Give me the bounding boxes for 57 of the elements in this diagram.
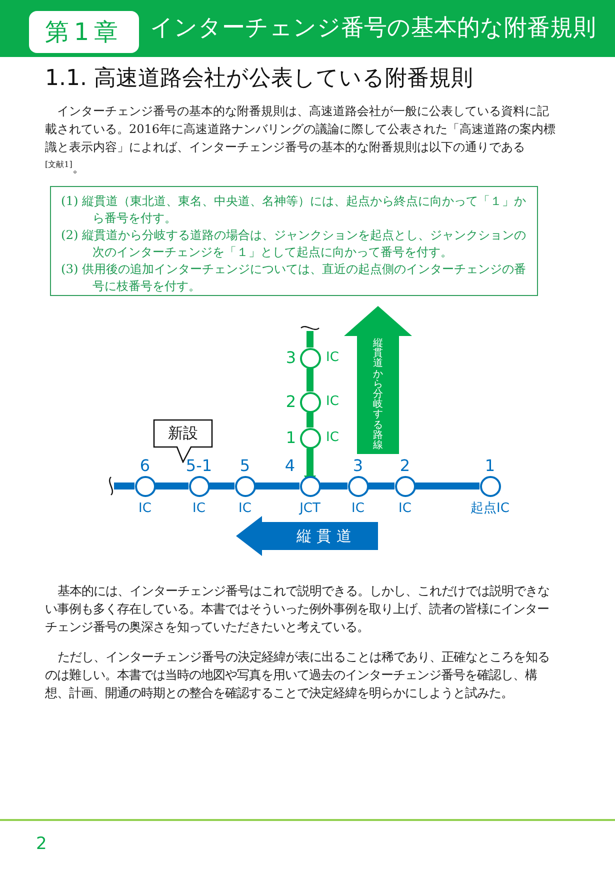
interchange-label: IC (138, 501, 152, 517)
interchange-circle (134, 476, 156, 496)
sign-label: 縦 貫 道 (296, 526, 352, 547)
paragraph: インターチェンジ番号の基本的な附番規則は、高速道路会社が一般に公表している資料に記載されている。2016年に高速道路ナンバリングの議論に際して公表された「高速道路の案内標識と表示内容」によれば、インターチェンジ番号の基本的な附番規則は以下の通りである$^{[文献1]}$。 (45, 103, 557, 177)
interchange-circle (394, 476, 416, 496)
interchange-number: 2 (286, 394, 296, 410)
branch-route-sign (344, 306, 412, 454)
interchange-label: IC (192, 501, 206, 517)
interchange-circle (300, 392, 320, 412)
interchange-label: IC (238, 501, 252, 517)
interchange-label: 起点IC (470, 501, 510, 517)
rule-item: (3) 供用後の追加インターチェンジについては、直近の起点側のインターチェンジの番号に枝番号を付す。 (61, 261, 527, 295)
main-route-sign (236, 516, 378, 556)
sign-label: 縦貫道から分岐する路線 (372, 339, 384, 452)
interchange-number: 5 (240, 458, 250, 474)
interchange-number: 5-1 (186, 458, 212, 474)
road-line (306, 331, 314, 348)
interchange-label: IC (326, 394, 339, 410)
interchange-number: 3 (286, 350, 296, 366)
paragraph: ただし、インターチェンジ番号の決定経緯が表に出ることは稀であり、正確なところを知るのは難しい。本書では当時の地図や写真を用いて過去のインターチェンジ番号を確認し、構想、計画、開通の時期との整合を確認することで決定経緯を明らかにしようと試みた。 (45, 648, 550, 702)
interchange-number: 6 (140, 458, 150, 474)
road-line (114, 482, 134, 490)
interchange-circle (300, 428, 320, 448)
interchange-number: 3 (352, 458, 364, 474)
road-line (156, 482, 188, 490)
interchange-circle (480, 476, 500, 496)
interchange-circle (348, 476, 368, 496)
interchange-number: 1 (286, 430, 296, 446)
road-line (416, 482, 480, 490)
interchange-label: IC (352, 501, 364, 517)
rule-item: (2) 縦貫道から分岐する道路の場合は、ジャンクションを起点とし、ジャンクションの次のインターチェンジを「１」として起点に向かって番号を付す。 (61, 227, 527, 261)
chapter-title: インターチェンジ番号の基本的な附番規則 (150, 14, 596, 43)
interchange-number: 2 (400, 458, 410, 474)
rules-box (50, 186, 538, 296)
road-line (368, 482, 394, 490)
paragraph: 基本的には、インターチェンジ番号はこれで説明できる。しかし、これだけでは説明できない事例も多く存在している。本書ではそういった例外事例を取り上げ、読者の皆様にインターチェンジ番号の奥深さを知っていただきたいと考えている。 (45, 582, 550, 636)
interchange-circle (300, 348, 320, 368)
road-line (256, 482, 300, 490)
road-line (320, 482, 348, 490)
page-number: 2 (36, 833, 48, 855)
chapter-badge (29, 11, 139, 53)
interchange-circle (300, 476, 320, 496)
interchange-label: JCT (300, 501, 320, 517)
interchange-circle (188, 476, 210, 496)
interchange-label: IC (326, 350, 339, 366)
interchange-number: 1 (484, 458, 496, 474)
interchange-label: IC (398, 501, 412, 517)
road-line (210, 482, 234, 490)
interchange-label: IC (326, 430, 339, 446)
rule-item: (1) 縦貫道（東北道、東名、中央道、名神等）には、起点から終点に向かって「１」から番号を付す。 (61, 193, 527, 227)
chapter-number: 第1章 (44, 17, 124, 48)
interchange-circle (234, 476, 256, 496)
road-line (306, 412, 314, 428)
road-line (306, 368, 314, 392)
interchange-number: 4 (284, 458, 296, 474)
bubble-label: 新設 (167, 423, 199, 444)
section-heading: 1.1. 高速道路会社が公表している附番規則 (45, 65, 474, 93)
